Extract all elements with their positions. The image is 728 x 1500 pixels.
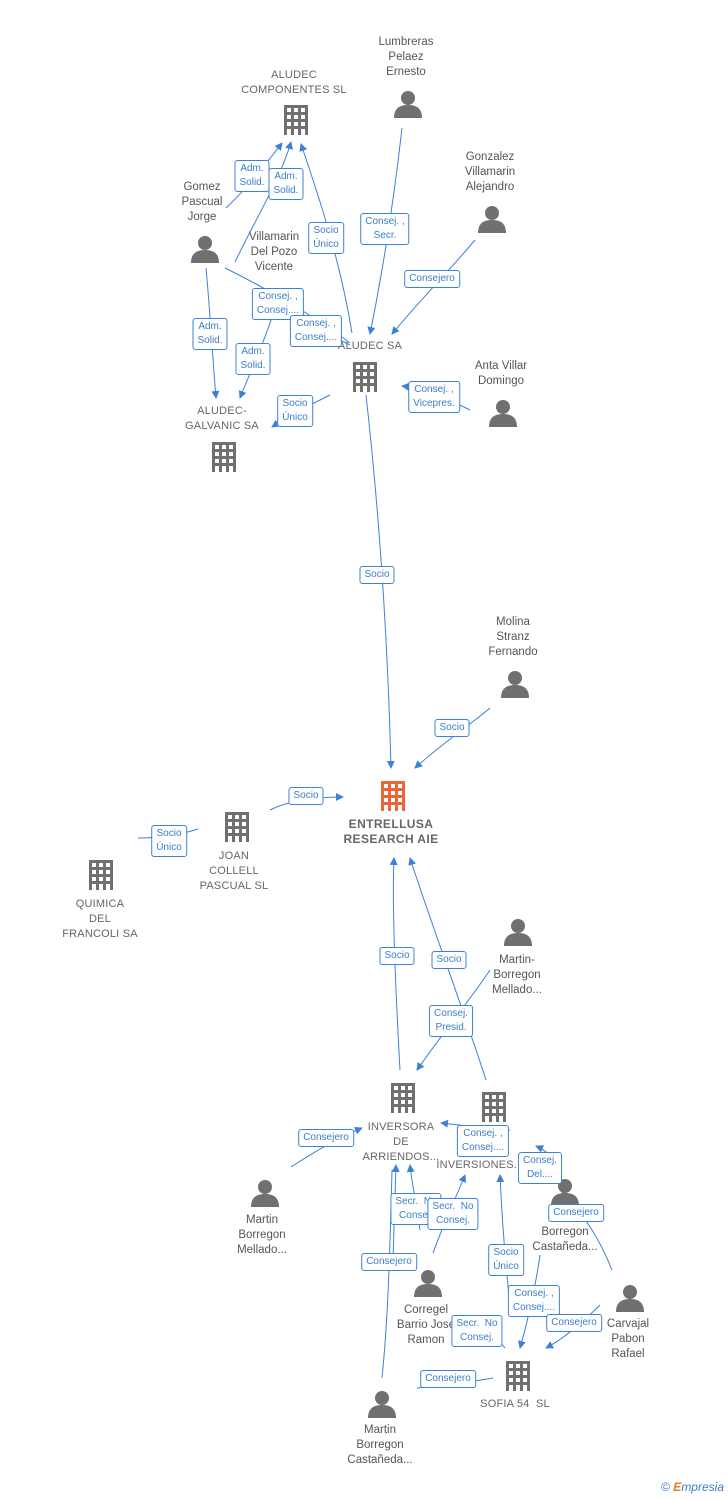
edge-label-9[interactable]: Adm. Solid. bbox=[235, 343, 271, 375]
node-label-gonzalez[interactable]: Gonzalez Villamarin Alejandro bbox=[464, 151, 516, 193]
footer-brand: © Empresia bbox=[661, 1480, 724, 1494]
node-label-martin-bm-top[interactable]: Martin- Borregon Mellado... bbox=[492, 954, 542, 996]
person-icon-molina[interactable] bbox=[501, 671, 529, 698]
person-icon-corregel[interactable] bbox=[414, 1270, 442, 1297]
company-icon-entrellusa[interactable] bbox=[381, 781, 405, 811]
node-label-gomez[interactable]: Gomez Pascual Jorge bbox=[181, 181, 223, 223]
edge-label-29[interactable]: Secr. No Consej. bbox=[451, 1315, 503, 1347]
node-label-lumbreras[interactable]: Lumbreras Pelaez Ernesto bbox=[378, 36, 434, 78]
edge-line-13 bbox=[414, 707, 491, 769]
node-label-joan[interactable]: JOAN COLLELL PASCUAL SL bbox=[199, 850, 269, 892]
edge-label-5[interactable]: Consejero bbox=[404, 270, 460, 288]
edge-label-1[interactable]: Adm. Solid. bbox=[234, 160, 270, 192]
edge-label-19[interactable]: Consejero bbox=[298, 1129, 354, 1147]
node-label-villamarin[interactable]: Villamarin Del Pozo Vicente bbox=[248, 231, 300, 273]
company-icon-aludec-galv[interactable] bbox=[212, 442, 236, 472]
company-icon-joan[interactable] bbox=[225, 812, 249, 842]
edge-label-27[interactable]: Consej. , Consej.... bbox=[507, 1285, 561, 1317]
copyright-icon: © bbox=[661, 1480, 670, 1494]
edge-label-26[interactable]: Socio Único bbox=[488, 1244, 524, 1276]
node-label-corregel[interactable]: Corregel Barrio Jose Ramon bbox=[396, 1304, 456, 1346]
edge-label-28[interactable]: Consejero bbox=[546, 1314, 602, 1332]
edge-label-15[interactable]: Socio Único bbox=[151, 825, 187, 857]
edge-label-13[interactable]: Socio bbox=[434, 719, 470, 737]
edge-label-24[interactable]: Secr. No Consej. bbox=[427, 1198, 479, 1230]
edge-label-14[interactable]: Socio bbox=[288, 787, 324, 805]
edge-label-2[interactable]: Adm. Solid. bbox=[268, 168, 304, 200]
node-label-aludec-comp[interactable]: ALUDEC COMPONENTES SL bbox=[241, 69, 347, 96]
edge-label-8[interactable]: Adm. Solid. bbox=[192, 318, 228, 350]
node-label-aludec-galv[interactable]: ALUDEC- GALVANIC SA bbox=[185, 405, 259, 432]
node-label-sofia[interactable]: SOFIA 54 SL bbox=[480, 1398, 550, 1410]
person-icon-gonzalez[interactable] bbox=[478, 206, 506, 233]
node-label-entrellusa[interactable]: ENTRELLUSA RESEARCH AIE bbox=[343, 817, 439, 846]
edge-label-12[interactable]: Socio bbox=[359, 566, 395, 584]
brand-name: mpresia bbox=[681, 1480, 724, 1494]
person-icon-martin-bm-top[interactable] bbox=[504, 919, 532, 946]
node-label-inversora[interactable]: INVERSORA DE ARRIENDOS... bbox=[362, 1121, 440, 1163]
node-label-carvajal[interactable]: Carvajal Pabon Rafael bbox=[606, 1318, 650, 1360]
node-label-borregon-c[interactable]: Borregon Castañeda... bbox=[532, 1226, 598, 1253]
edge-line-16 bbox=[389, 857, 401, 1071]
edge-label-30[interactable]: Consejero bbox=[420, 1370, 476, 1388]
edge-label-22[interactable]: Consejero bbox=[548, 1204, 604, 1222]
company-icon-inversiones[interactable] bbox=[482, 1092, 506, 1122]
person-icon-gomez[interactable] bbox=[191, 236, 219, 263]
brand-initial: E bbox=[673, 1480, 682, 1494]
edge-label-10[interactable]: Socio Único bbox=[277, 395, 313, 427]
edge-label-3[interactable]: Socio Único bbox=[308, 222, 344, 254]
edge-label-20[interactable]: Consej. , Consej.... bbox=[456, 1125, 510, 1157]
node-label-martin-bm-left[interactable]: Martin Borregon Mellado... bbox=[237, 1214, 287, 1256]
person-icon-martin-bm-left[interactable] bbox=[251, 1180, 279, 1207]
node-label-aludec-sa[interactable]: ALUDEC SA bbox=[337, 340, 403, 352]
edge-label-16[interactable]: Socio bbox=[379, 947, 415, 965]
edge-line-2 bbox=[234, 141, 293, 263]
edge-label-7[interactable]: Consej. , Consej.... bbox=[289, 315, 343, 347]
person-icon-anta[interactable] bbox=[489, 400, 517, 427]
node-label-molina[interactable]: Molina Stranz Fernando bbox=[488, 616, 538, 658]
person-icon-lumbreras[interactable] bbox=[394, 91, 422, 118]
node-label-martin-bc-bottom[interactable]: Martin Borregon Castañeda... bbox=[347, 1424, 413, 1466]
company-icon-inversora[interactable] bbox=[391, 1083, 415, 1113]
person-icon-carvajal[interactable] bbox=[616, 1285, 644, 1312]
company-icon-aludec-comp[interactable] bbox=[284, 105, 308, 135]
edge-line-17 bbox=[408, 857, 487, 1081]
person-icon-martin-bc-bottom[interactable] bbox=[368, 1391, 396, 1418]
company-icon-sofia[interactable] bbox=[506, 1361, 530, 1391]
edge-label-18[interactable]: Consej. Presid. bbox=[429, 1005, 473, 1037]
node-label-inversiones[interactable]: INVERSIONES... bbox=[436, 1159, 524, 1171]
edge-label-21[interactable]: Consej. Del.... bbox=[518, 1152, 562, 1184]
edge-label-17[interactable]: Socio bbox=[431, 951, 467, 969]
edge-label-6[interactable]: Consej. , Consej.... bbox=[251, 288, 305, 320]
node-label-anta[interactable]: Anta Villar Domingo bbox=[474, 360, 528, 387]
edge-line-12 bbox=[365, 394, 395, 769]
company-icon-quimica[interactable] bbox=[89, 860, 113, 890]
node-label-quimica[interactable]: QUIMICA DEL FRANCOLI SA bbox=[62, 898, 138, 940]
company-icon-aludec-sa[interactable] bbox=[353, 362, 377, 392]
edge-label-4[interactable]: Consej. , Secr. bbox=[360, 213, 410, 245]
edge-label-11[interactable]: Consej. , Vicepres. bbox=[408, 381, 460, 413]
edge-label-25[interactable]: Consejero bbox=[361, 1253, 417, 1271]
